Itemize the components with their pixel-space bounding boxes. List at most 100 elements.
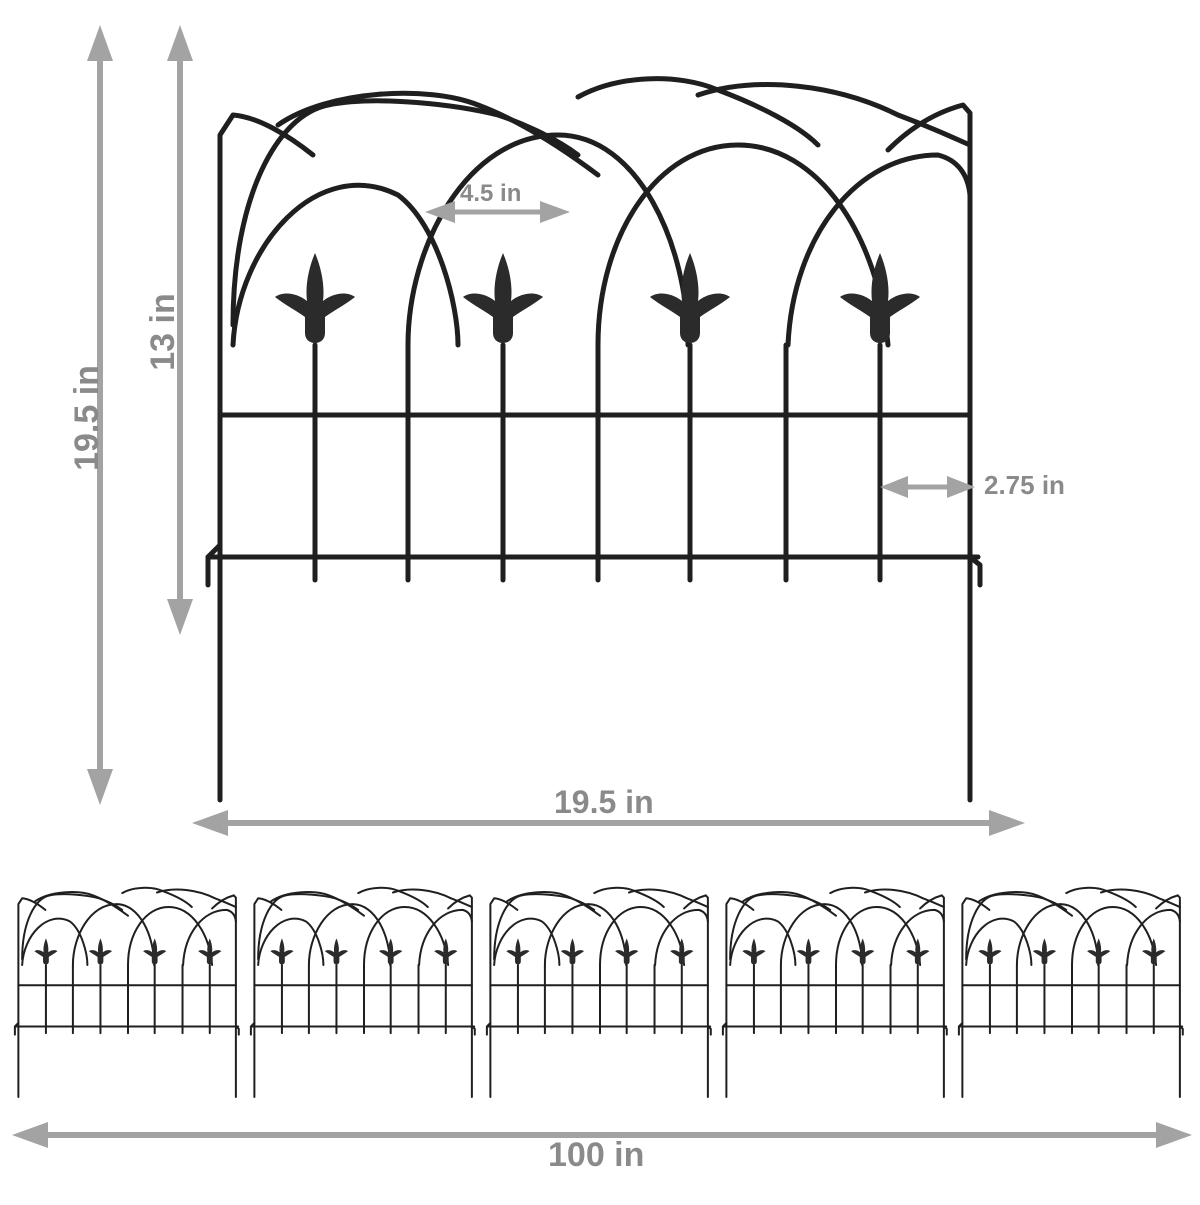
arrow-head bbox=[192, 810, 228, 836]
arch bbox=[978, 891, 1074, 917]
arch bbox=[275, 90, 601, 178]
fleur-de-lis-finial-icon bbox=[34, 938, 58, 965]
panel-width-arrow bbox=[192, 810, 1025, 836]
arrow-head bbox=[947, 476, 975, 498]
fleur-de-lis-finial-icon bbox=[324, 938, 349, 965]
fleur-de-lis-finial-icon bbox=[615, 938, 639, 965]
inner-arch bbox=[71, 903, 156, 967]
fleur-de-lis-finial-icon bbox=[143, 938, 167, 965]
left-post bbox=[725, 897, 755, 1098]
rail-end bbox=[205, 542, 223, 588]
fleur-de-lis-finial-icon bbox=[198, 938, 222, 965]
fleur-de-lis-finial-icon bbox=[1087, 938, 1111, 965]
arrow-head bbox=[540, 201, 570, 223]
rail-end bbox=[942, 1025, 948, 1036]
arch bbox=[628, 888, 709, 909]
inner-arch bbox=[307, 903, 392, 967]
fleur-de-lis-finial-icon bbox=[270, 938, 294, 965]
arch bbox=[34, 891, 130, 917]
inner-arch bbox=[890, 908, 945, 967]
fence-panel bbox=[485, 886, 712, 1098]
right-post bbox=[211, 894, 237, 1098]
arch bbox=[729, 893, 832, 961]
fleur-de-lis-finial-icon bbox=[1142, 938, 1166, 965]
fleur-de-lis-finial-icon bbox=[1032, 938, 1057, 965]
fleur-de-lis-finial-icon bbox=[506, 938, 530, 965]
right-post bbox=[683, 894, 709, 1098]
inner-arch bbox=[127, 906, 214, 967]
arch bbox=[392, 888, 473, 909]
inner-arch bbox=[363, 906, 450, 967]
right-post bbox=[919, 894, 945, 1098]
arch bbox=[742, 891, 838, 917]
total-length-label: 100 in bbox=[548, 1136, 645, 1174]
picket-spacing-arrow bbox=[880, 476, 975, 498]
rail-end bbox=[706, 1025, 712, 1036]
inner-arch bbox=[1015, 903, 1100, 967]
inner-arch bbox=[965, 917, 1033, 967]
arch-gap-label: 4.5 in bbox=[460, 180, 522, 207]
left-post bbox=[489, 897, 519, 1098]
right-post bbox=[885, 102, 973, 803]
arrow-head bbox=[87, 25, 113, 61]
fleur-de-lis-finial-icon bbox=[650, 253, 730, 343]
left-post bbox=[217, 112, 316, 803]
fleur-de-lis-finial-icon bbox=[978, 938, 1002, 965]
arch bbox=[593, 886, 665, 909]
arch bbox=[493, 893, 596, 961]
rail-end bbox=[470, 1025, 476, 1036]
fleur-de-lis-finial-icon bbox=[906, 938, 930, 965]
inner-arch bbox=[257, 917, 325, 967]
rail-end bbox=[485, 1022, 492, 1036]
inner-arch bbox=[595, 142, 891, 348]
arch bbox=[864, 888, 945, 909]
arch bbox=[575, 76, 821, 148]
inner-arch bbox=[835, 906, 922, 967]
inner-arch bbox=[418, 908, 473, 967]
rail-end bbox=[1178, 1025, 1184, 1036]
fence-panel bbox=[205, 76, 983, 803]
left-post bbox=[17, 897, 47, 1098]
arch bbox=[1065, 886, 1137, 909]
inner-arch bbox=[21, 917, 89, 967]
arrow-head bbox=[989, 810, 1025, 836]
arch bbox=[357, 886, 429, 909]
fleur-de-lis-finial-icon bbox=[670, 938, 694, 965]
fence-panel bbox=[957, 886, 1184, 1098]
rail-end bbox=[721, 1022, 728, 1036]
fence-height-arrow bbox=[167, 25, 193, 635]
fleur-de-lis-finial-icon bbox=[379, 938, 403, 965]
fleur-de-lis-finial-icon bbox=[275, 253, 355, 343]
arch bbox=[965, 893, 1068, 961]
fleur-de-lis-finial-icon bbox=[840, 253, 920, 343]
fleur-de-lis-finial-icon bbox=[560, 938, 585, 965]
rail-end bbox=[234, 1025, 240, 1036]
arch bbox=[21, 893, 124, 961]
fleur-de-lis-finial-icon bbox=[796, 938, 821, 965]
rail-end bbox=[13, 1022, 20, 1036]
arch bbox=[1100, 888, 1181, 909]
fence-height-label: 13 in bbox=[144, 293, 182, 371]
arrow-head bbox=[880, 476, 908, 498]
fence-panel-row bbox=[13, 886, 1184, 1098]
picket-spacing-label: 2.75 in bbox=[984, 470, 1065, 500]
inner-arch bbox=[654, 908, 709, 967]
fleur-de-lis-finial-icon bbox=[851, 938, 875, 965]
total-height-label: 19.5 in bbox=[68, 365, 106, 471]
inner-arch bbox=[779, 903, 864, 967]
arrow-head bbox=[425, 201, 455, 223]
inner-arch bbox=[729, 917, 797, 967]
rail-end bbox=[249, 1022, 256, 1036]
inner-arch bbox=[543, 903, 628, 967]
arrow-head bbox=[87, 769, 113, 805]
right-post bbox=[1155, 894, 1181, 1098]
fence-panel bbox=[13, 886, 240, 1098]
arch bbox=[506, 891, 602, 917]
fleur-de-lis-finial-icon bbox=[434, 938, 458, 965]
arch-gap-arrow bbox=[425, 201, 570, 223]
fleur-de-lis-finial-icon bbox=[88, 938, 113, 965]
left-post bbox=[253, 897, 283, 1098]
arch bbox=[829, 886, 901, 909]
